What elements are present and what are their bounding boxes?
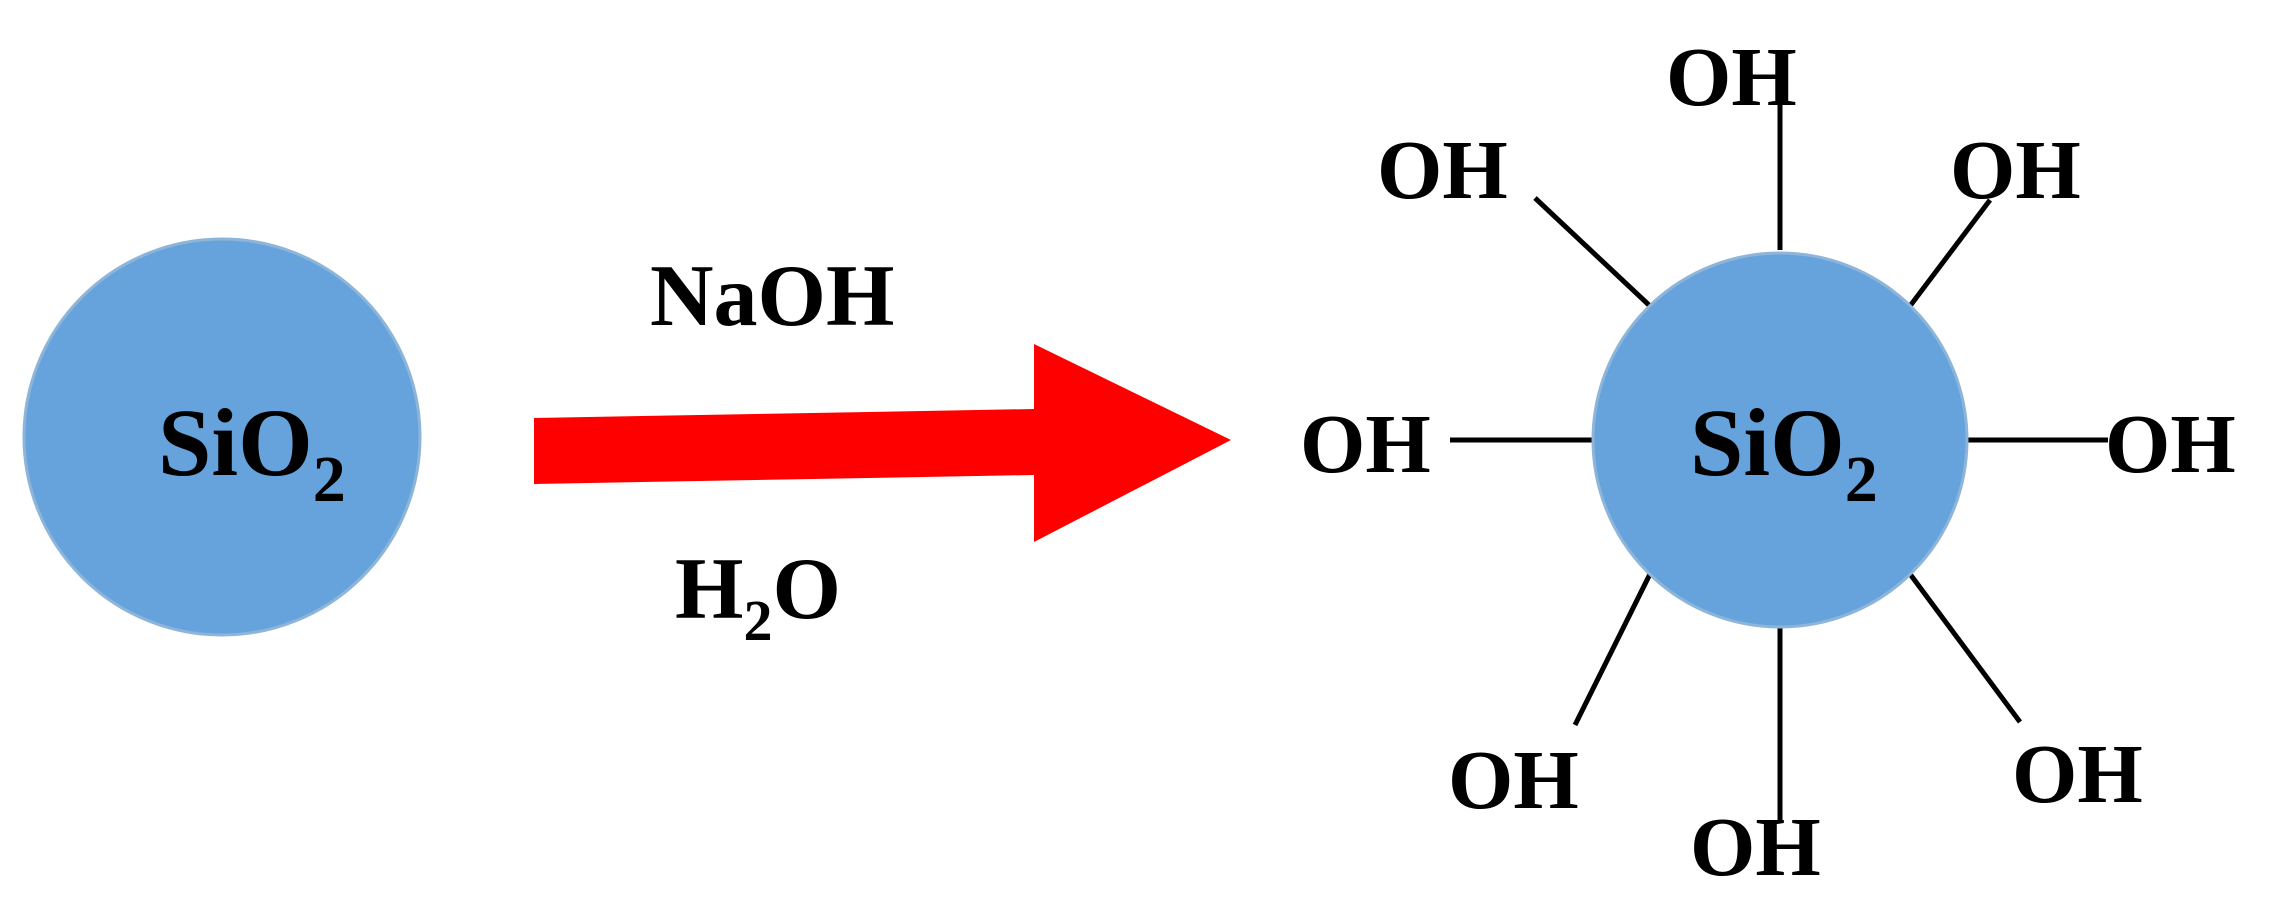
reactant-formula: SiO2 [158, 389, 346, 516]
oh-labels: OH OH OH OH OH OH OH OH [1300, 31, 2236, 894]
product-particle: SiO2 OH OH OH OH OH OH OH OH [1300, 31, 2236, 894]
reactant-sphere [22, 237, 422, 637]
oh-label-left: OH [1300, 398, 1431, 491]
reactant-particle: SiO2 [22, 237, 422, 637]
reagent-naoh: NaOH [650, 248, 894, 345]
oh-label-upper-right: OH [1950, 124, 2081, 217]
oh-label-right: OH [2105, 398, 2236, 491]
oh-label-bottom: OH [1690, 801, 1821, 894]
oh-label-top: OH [1666, 31, 1797, 124]
reaction-arrow [534, 344, 1231, 542]
bond-lower-right [1907, 572, 2023, 724]
oh-label-upper-left: OH [1377, 124, 1508, 217]
product-sphere [1591, 251, 1969, 629]
product-formula: SiO2 [1690, 389, 1878, 516]
reagent-water: H2O [675, 541, 841, 653]
reaction-arrow-shape [534, 344, 1231, 542]
oh-label-lower-right: OH [2012, 728, 2143, 821]
oh-bonds [1450, 80, 2108, 820]
bond-lower-left [1572, 572, 1653, 727]
oh-label-lower-left: OH [1448, 734, 1579, 827]
bond-upper-right [1908, 198, 1992, 308]
bond-upper-left [1533, 196, 1652, 308]
